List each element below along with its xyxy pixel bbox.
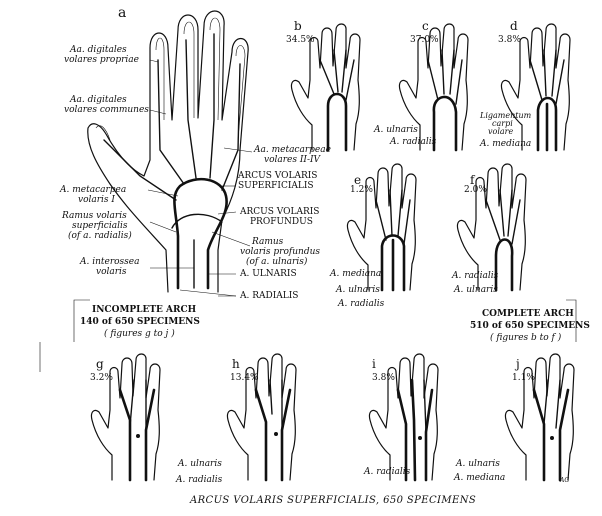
panel-i-letter: i: [372, 357, 376, 371]
panel-f-label-radialis: A. radialis: [452, 271, 499, 281]
panel-b-label-ulnaris: A. ulnaris: [374, 125, 418, 135]
label-arcus-profundus-1: ARCUS VOLARIS: [240, 207, 320, 217]
panel-c-hand: [398, 23, 469, 152]
panel-e-letter: e: [354, 173, 362, 187]
panel-e-label-radialis: A. radialis: [338, 299, 385, 309]
panel-f-percent: 2.0%: [464, 185, 487, 195]
label-digitales-communes-1: Aa. digitales: [70, 95, 127, 105]
label-ramus-superficialis-3: (of a. radialis): [68, 231, 132, 241]
incomplete-note: ( figures g to j ): [104, 329, 175, 339]
panel-a-letter: a: [118, 5, 127, 21]
panel-b-hand: [290, 23, 361, 152]
label-ramus-superficialis-2: superficialis: [72, 221, 128, 231]
panel-f-letter: f: [470, 173, 475, 187]
label-interossea-2: volaris: [96, 267, 127, 277]
panel-j-hand: [504, 353, 575, 482]
panel-g-label-ulnaris: A. ulnaris: [178, 459, 222, 469]
group-brackets: [39, 299, 577, 372]
panel-d-label-volare: volare: [488, 127, 514, 136]
label-a-radialis: A. RADIALIS: [240, 291, 299, 301]
incomplete-count: 140 of 650 SPECIMENS: [80, 317, 200, 327]
panel-d-label-ligamentum: Ligamentum: [480, 111, 532, 120]
complete-note: ( figures b to f ): [490, 333, 562, 343]
panel-c-letter: c: [422, 19, 429, 33]
panel-h-hand: [226, 353, 297, 482]
panel-e-hand: [346, 163, 417, 292]
panel-i-label-mediana: A. mediana: [454, 473, 506, 483]
panel-i-percent: 3.8%: [372, 373, 395, 383]
panel-g-label-radialis: A. radialis: [176, 475, 223, 485]
panel-h-letter: h: [232, 357, 240, 371]
label-metacarpea-1: A. metacarpea: [60, 185, 127, 195]
label-ramus-profundus-1: Ramus: [252, 237, 284, 247]
panel-a-leaders: [147, 59, 253, 297]
panel-g-hand: [90, 353, 161, 482]
panel-e-percent: 1.2%: [350, 185, 373, 195]
label-ramus-superficialis-1: Ramus volaris: [62, 211, 127, 221]
panel-d-percent: 3.8%: [498, 35, 521, 45]
panel-d-hand: [500, 23, 571, 152]
label-metacarpea-2: volaris I: [78, 195, 115, 205]
label-interossea-1: A. interossea: [80, 257, 140, 267]
label-arcus-profundus-2: PROFUNDUS: [250, 217, 313, 227]
panel-e-label-mediana: A. mediana: [330, 269, 382, 279]
complete-title: COMPLETE ARCH: [482, 309, 574, 319]
panel-j-letter: j: [516, 357, 520, 371]
label-metacarpeae-2: volares II-IV: [264, 155, 321, 165]
label-digitales-propriae-2: volares propriae: [64, 55, 139, 65]
panel-d-letter: d: [510, 19, 518, 33]
label-arcus-superficialis-1: ARCUS VOLARIS: [238, 171, 318, 181]
figure-caption: ARCUS VOLARIS SUPERFICIALIS, 650 SPECIME…: [190, 495, 477, 506]
panel-i-label-radialis: A. radialis: [364, 467, 411, 477]
label-digitales-communes-2: volares communes: [64, 105, 149, 115]
panel-d-label-mediana: A. mediana: [480, 139, 532, 149]
panel-a-hand: [87, 10, 249, 293]
panel-f-label-ulnaris: A. ulnaris: [454, 285, 498, 295]
incomplete-title: INCOMPLETE ARCH: [92, 305, 197, 315]
label-a-ulnaris: A. ULNARIS: [240, 269, 297, 279]
label-arcus-superficialis-2: SUPERFICIALIS: [238, 181, 314, 191]
panel-g-letter: g: [96, 357, 104, 371]
panel-j-percent: 1.1%: [512, 373, 535, 383]
panel-i-label-ulnaris: A. ulnaris: [456, 459, 500, 469]
label-ramus-profundus-3: (of a. ulnaris): [246, 257, 308, 267]
panel-d-label-carpi: carpi: [492, 119, 513, 128]
label-digitales-propriae-1: Aa. digitales: [70, 45, 127, 55]
artist-signature: AG: [560, 477, 570, 484]
panel-i-hand: [368, 353, 439, 482]
panel-b-label-radialis: A. radialis: [390, 137, 437, 147]
panel-g-percent: 3.2%: [90, 373, 113, 383]
panel-b-letter: b: [294, 19, 302, 33]
panel-f-hand: [456, 163, 527, 292]
panel-e-label-ulnaris: A. ulnaris: [336, 285, 380, 295]
complete-count: 510 of 650 SPECIMENS: [470, 321, 590, 331]
label-ramus-profundus-2: volaris profundus: [240, 247, 320, 257]
panel-c-percent: 37.0%: [410, 35, 439, 45]
panel-h-percent: 13.4%: [230, 373, 259, 383]
panel-b-percent: 34.5%: [286, 35, 315, 45]
label-metacarpeae-1: Aa. metacarpeae: [254, 145, 331, 155]
